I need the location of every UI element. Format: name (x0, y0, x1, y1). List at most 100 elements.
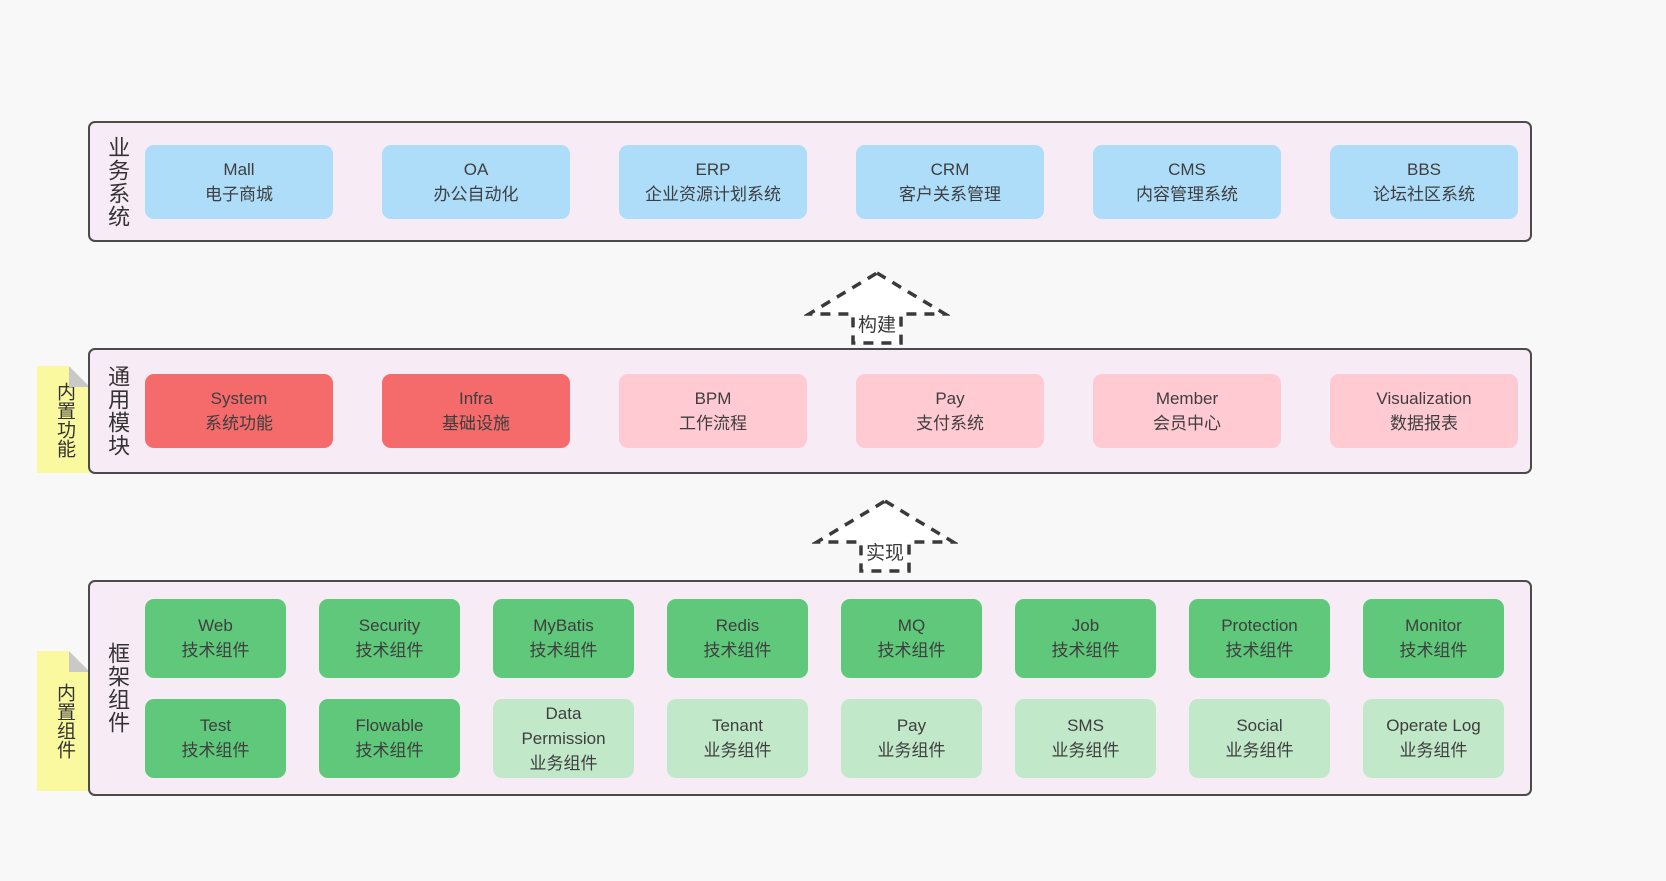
box-subtitle: 技术组件 (181, 641, 250, 660)
box-subtitle: 技术组件 (1051, 641, 1120, 660)
component-box-tenant: Tenant 业务组件 (667, 698, 808, 778)
arrow-implement: 实现 (812, 498, 958, 574)
component-box-protection: Protection 技术组件 (1189, 598, 1330, 678)
box-name: MyBatis (533, 616, 594, 635)
box-name: Visualization (1376, 389, 1472, 408)
box-subtitle: 系统功能 (205, 414, 273, 433)
band-common-modules: 通用模块 System 系统功能 Infra 基础设施 BPM 工作流程 Pay… (88, 348, 1532, 474)
box-subtitle: 工作流程 (679, 414, 747, 433)
box-name: Security (358, 616, 421, 635)
box-name: Monitor (1405, 616, 1462, 635)
box-name: Job (1071, 616, 1100, 635)
box-subtitle: 业务组件 (877, 741, 946, 760)
band-label-column: 框架组件 (90, 642, 145, 734)
box-name: MQ (897, 616, 926, 635)
system-box-crm: CRM 客户关系管理 (856, 144, 1044, 219)
box-name: Pay (935, 389, 965, 408)
up-arrow-icon (812, 498, 958, 573)
box-name: Protection (1221, 616, 1298, 635)
system-box-cms: CMS 内容管理系统 (1093, 144, 1281, 219)
box-subtitle: 客户关系管理 (899, 184, 1001, 204)
component-box-test: Test 技术组件 (145, 698, 286, 778)
box-name: Pay (896, 716, 927, 735)
box-name: Infra (458, 389, 494, 408)
component-box-data-permission: Data Permission 业务组件 (493, 698, 634, 778)
box-subtitle: 技术组件 (529, 641, 598, 660)
arrow-label: 构建 (854, 310, 900, 337)
box-name: Web (198, 616, 233, 635)
box-name: Data Permission (521, 703, 606, 748)
band-label: 框架组件 (105, 642, 131, 734)
component-box-redis: Redis 技术组件 (667, 598, 808, 678)
box-subtitle: 支付系统 (916, 414, 984, 433)
module-box-bpm: BPM 工作流程 (619, 374, 807, 448)
sticky-note-label: 内置组件 (53, 683, 75, 759)
module-box-member: Member 会员中心 (1093, 374, 1281, 448)
box-subtitle: 论坛社区系统 (1373, 184, 1475, 204)
box-subtitle: 基础设施 (442, 414, 510, 433)
component-box-monitor: Monitor 技术组件 (1363, 598, 1504, 678)
band-framework-components: 框架组件 Web 技术组件 Security 技术组件 MyBatis 技术组件… (88, 580, 1532, 796)
component-box-security: Security 技术组件 (319, 598, 460, 678)
box-name: OA (463, 159, 489, 179)
box-subtitle: 业务组件 (1225, 741, 1294, 760)
box-subtitle: 业务组件 (1399, 741, 1468, 760)
box-subtitle: 技术组件 (703, 641, 772, 660)
component-box-mybatis: MyBatis 技术组件 (493, 598, 634, 678)
box-subtitle: 内容管理系统 (1136, 184, 1238, 204)
box-name: Test (199, 716, 232, 735)
box-subtitle: 技术组件 (355, 641, 424, 660)
box-subtitle: 办公自动化 (433, 184, 519, 204)
box-name: SMS (1067, 716, 1104, 735)
module-box-visualization: Visualization 数据报表 (1330, 374, 1518, 448)
module-boxes-row: System 系统功能 Infra 基础设施 BPM 工作流程 Pay 支付系统… (145, 374, 1518, 448)
component-box-flowable: Flowable 技术组件 (319, 698, 460, 778)
component-box-social: Social 业务组件 (1189, 698, 1330, 778)
band-label-column: 业务系统 (90, 136, 145, 228)
band-label: 通用模块 (105, 365, 131, 457)
band-label: 业务系统 (105, 135, 131, 228)
box-name: ERP (695, 159, 731, 179)
up-arrow-icon (804, 270, 950, 345)
system-box-bbs: BBS 论坛社区系统 (1330, 144, 1518, 219)
arrow-label: 实现 (862, 538, 908, 565)
box-name: BBS (1406, 159, 1442, 179)
box-name: Redis (715, 616, 760, 635)
box-subtitle: 技术组件 (355, 741, 424, 760)
box-name: Social (1236, 716, 1283, 735)
module-box-infra: Infra 基础设施 (382, 374, 570, 448)
component-box-sms: SMS 业务组件 (1015, 698, 1156, 778)
box-subtitle: 技术组件 (181, 741, 250, 760)
box-subtitle: 企业资源计划系统 (645, 184, 781, 204)
box-subtitle: 业务组件 (703, 741, 772, 760)
component-rows: Web 技术组件 Security 技术组件 MyBatis 技术组件 Redi… (145, 598, 1504, 778)
box-name: System (210, 389, 268, 408)
component-box-mq: MQ 技术组件 (841, 598, 982, 678)
box-subtitle: 技术组件 (877, 641, 946, 660)
band-business-systems: 业务系统 Mall 电子商城 OA 办公自动化 ERP 企业资源计划系统 CRM… (88, 121, 1532, 242)
box-subtitle: 技术组件 (1225, 641, 1294, 660)
box-name: Tenant (711, 716, 764, 735)
box-name: Mall (223, 159, 255, 179)
component-box-pay: Pay 业务组件 (841, 698, 982, 778)
band-label-column: 通用模块 (90, 365, 145, 457)
box-subtitle: 业务组件 (529, 753, 598, 773)
box-subtitle: 电子商城 (205, 184, 273, 204)
arrow-build: 构建 (804, 270, 950, 346)
box-name: CRM (930, 159, 970, 179)
system-box-oa: OA 办公自动化 (382, 144, 570, 219)
component-box-job: Job 技术组件 (1015, 598, 1156, 678)
box-name: Operate Log (1386, 716, 1481, 735)
system-box-mall: Mall 电子商城 (145, 144, 333, 219)
box-subtitle: 技术组件 (1399, 641, 1468, 660)
sticky-note-label: 内置功能 (53, 381, 75, 458)
box-subtitle: 数据报表 (1390, 414, 1458, 433)
component-box-web: Web 技术组件 (145, 598, 286, 678)
biz-components-row: Test 技术组件 Flowable 技术组件 Data Permission … (145, 698, 1504, 778)
box-name: Member (1155, 389, 1219, 408)
box-subtitle: 业务组件 (1051, 741, 1120, 760)
box-name: Flowable (355, 716, 424, 735)
folded-corner-icon (69, 366, 90, 387)
box-subtitle: 会员中心 (1153, 414, 1221, 433)
